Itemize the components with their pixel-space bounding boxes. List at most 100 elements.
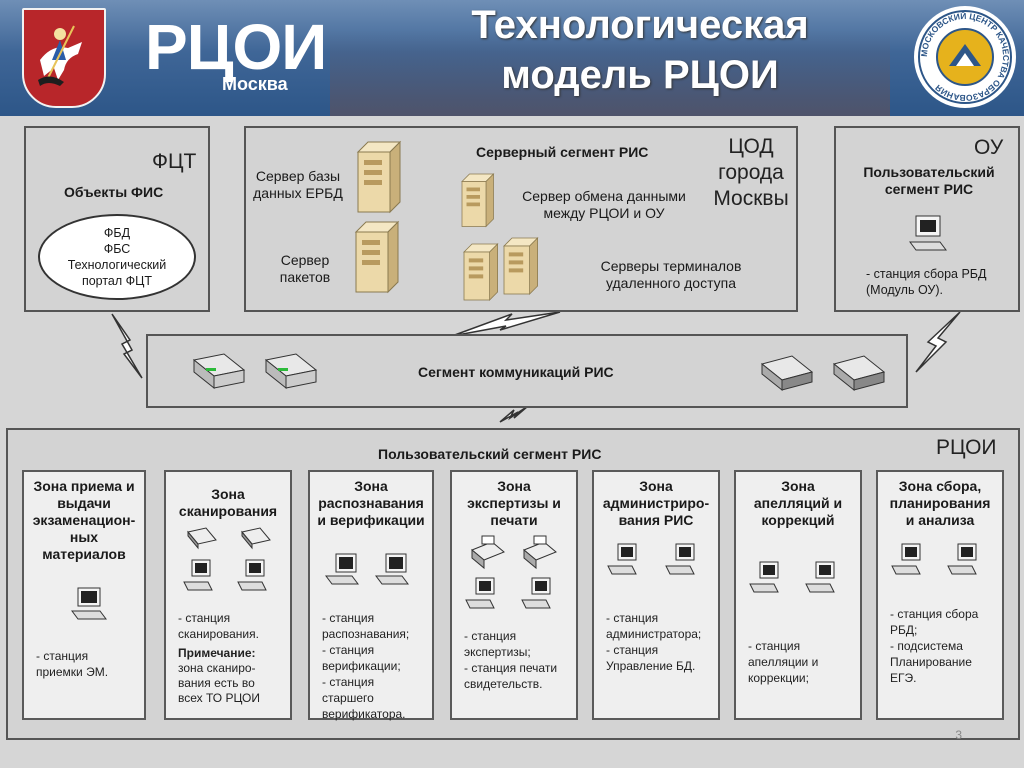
exchange-line-2: между РЦОИ и ОУ (543, 205, 665, 221)
workstation-icon-1 (465, 577, 495, 609)
zone-1-title-2: выдачи (57, 495, 111, 511)
network-device-icons (192, 353, 886, 392)
zone-2-title-1: Зона (211, 486, 245, 502)
zone-planning-desc: - станция сбора РБД; - подсистема Планир… (890, 606, 996, 686)
zone-expertise-desc: - станция экспертизы; - станция печати с… (464, 628, 570, 692)
cod-line-2: города (718, 161, 784, 184)
lightning-fct-comm (111, 313, 143, 379)
workstation-icon-1 (891, 543, 921, 575)
zone-5-title-3: вания РИС (618, 512, 694, 528)
terminal-server-icon-2 (503, 237, 538, 295)
zone-1-desc-2: приемки ЭМ. (36, 665, 109, 679)
zone-5-desc-4: Управление БД. (606, 659, 696, 673)
printer-icon-1 (471, 535, 505, 570)
server-icons (355, 141, 538, 301)
router-icon-2 (264, 353, 318, 390)
recognition-workstation-icons (325, 553, 409, 585)
zone-2-note-2: вания есть во (178, 676, 255, 690)
zone-scanning: Зона сканирования - станция сканирования… (164, 470, 292, 720)
workstation-icon-2 (521, 577, 551, 609)
ou-title-line-2: сегмент РИС (884, 181, 974, 197)
zone-4-title-1: Зона (497, 478, 531, 494)
appeals-workstation-icons (749, 561, 835, 593)
zone-5-title-1: Зона (639, 478, 673, 494)
zone-3-desc-1: - станция (322, 611, 375, 625)
moscow-coat-of-arms-icon (22, 8, 106, 108)
zone-scanning-note: Примечание: зона сканиро- вания есть во … (178, 646, 284, 706)
rcoi-logo: РЦОИ (145, 11, 327, 83)
cod-label: ЦОД города Москвы (706, 134, 796, 212)
ou-description: - станция сбора РБД (Модуль ОУ). (866, 266, 986, 298)
packet-line-2: пакетов (279, 269, 331, 285)
terminal-line-2: удаленного доступа (605, 275, 737, 291)
page-title: Технологическая модель РЦОИ (420, 0, 860, 100)
zone-3-desc-2: распознавания; (322, 627, 410, 641)
zone-5-desc-3: - станция (606, 643, 659, 657)
router-icon-1 (192, 353, 246, 390)
zone-expertise: Зона экспертизы и печати - станция экспе… (450, 470, 578, 720)
terminal-line-1: Серверы терминалов (600, 258, 742, 274)
ou-label: ОУ (974, 136, 1004, 159)
zone-1-title-5: материалов (42, 546, 126, 562)
zone-6-title-2: апелляций и (753, 495, 843, 511)
expertise-device-icons (465, 535, 557, 609)
ellipse-line-3: Технологический (67, 258, 167, 272)
zone-planning-title: Зона сбора, планирования и анализа (882, 478, 998, 529)
communications-label: Сегмент коммуникаций РИС (418, 364, 614, 380)
packet-line-1: Сервер (280, 252, 330, 268)
workstation-icon-2 (947, 543, 977, 575)
workstation-icon (71, 587, 107, 620)
zone-7-title-2: планирования (889, 495, 991, 511)
exchange-server-label: Сервер обмена данными между РЦОИ и ОУ (514, 188, 694, 222)
zone-3-title-3: и верификации (317, 512, 425, 528)
diagram-area: ФЦТ Объекты ФИС ФБД ФБС Технологический … (0, 116, 1024, 768)
fct-panel: ФЦТ Объекты ФИС ФБД ФБС Технологический … (24, 126, 210, 312)
zone-6-title-3: коррекций (761, 512, 835, 528)
rcoi-user-segment-title: Пользовательский сегмент РИС (378, 446, 602, 462)
zone-1-title-1: Зона приема и (33, 478, 135, 494)
fis-objects-ellipse: ФБД ФБС Технологический портал ФЦТ (38, 214, 196, 300)
zone-6-title-1: Зона (781, 478, 815, 494)
scanner-icon-1 (187, 527, 217, 550)
zone-2-title-2: сканирования (178, 503, 278, 519)
zone-recognition: Зона распознавания и верификации - станц… (308, 470, 434, 721)
exchange-server-icon (461, 173, 494, 227)
zone-3-title-1: Зона (354, 478, 388, 494)
planning-workstation-icons (891, 543, 977, 575)
zone-4-desc-1: - станция (464, 629, 517, 643)
zone-recognition-title: Зона распознавания и верификации (314, 478, 428, 529)
zone-appeals-title: Зона апелляций и коррекций (740, 478, 856, 529)
zone-administration-desc: - станция администратора; - станция Упра… (606, 610, 712, 674)
rcoi-label: РЦОИ (936, 436, 997, 459)
ellipse-line-4: портал ФЦТ (81, 274, 153, 288)
ou-desc-line-2: (Модуль ОУ). (866, 283, 943, 297)
zone-4-title-2: экспертизы и (467, 495, 561, 511)
fct-label: ФЦТ (152, 150, 197, 173)
zone-materials: Зона приема и выдачи экзаменацион- ных м… (22, 470, 146, 720)
zone-1-title-3: экзаменацион- (32, 512, 136, 528)
title-line-1: Технологическая (471, 3, 809, 47)
zone-4-desc-4: свидетельств. (464, 677, 543, 691)
packet-server-label: Сервер пакетов (260, 252, 350, 286)
zone-7-desc-1: - станция сбора (890, 607, 979, 621)
lightning-connectors (111, 311, 961, 423)
workstation-icon-2 (375, 553, 409, 585)
exchange-line-1: Сервер обмена данными (522, 188, 686, 204)
lightning-comm-rcoi (499, 405, 529, 423)
zone-7-desc-3: - подсистема (890, 639, 963, 653)
ellipse-line-2: ФБС (103, 242, 131, 256)
zone-appeals-desc: - станция апелляции и коррекции; (748, 638, 854, 686)
zone-materials-title: Зона приема и выдачи экзаменацион- ных м… (28, 478, 140, 563)
workstation-icon-1 (749, 561, 779, 593)
terminal-servers-label: Серверы терминалов удаленного доступа (586, 258, 756, 292)
printer-icon-2 (523, 535, 557, 570)
zone-4-desc-2: экспертизы; (464, 645, 531, 659)
zone-scanning-title: Зона сканирования (170, 486, 286, 520)
fct-subtitle: Объекты ФИС (64, 184, 164, 200)
zone-3-desc-6: верификатора. (322, 707, 406, 721)
zone-5-desc-1: - станция (606, 611, 659, 625)
server-segment-panel: Серверный сегмент РИС ЦОД города Москвы … (244, 126, 798, 312)
workstation-icon-2 (237, 559, 267, 591)
zone-5-desc-2: администратора; (606, 627, 702, 641)
cod-line-1: ЦОД (728, 135, 774, 158)
